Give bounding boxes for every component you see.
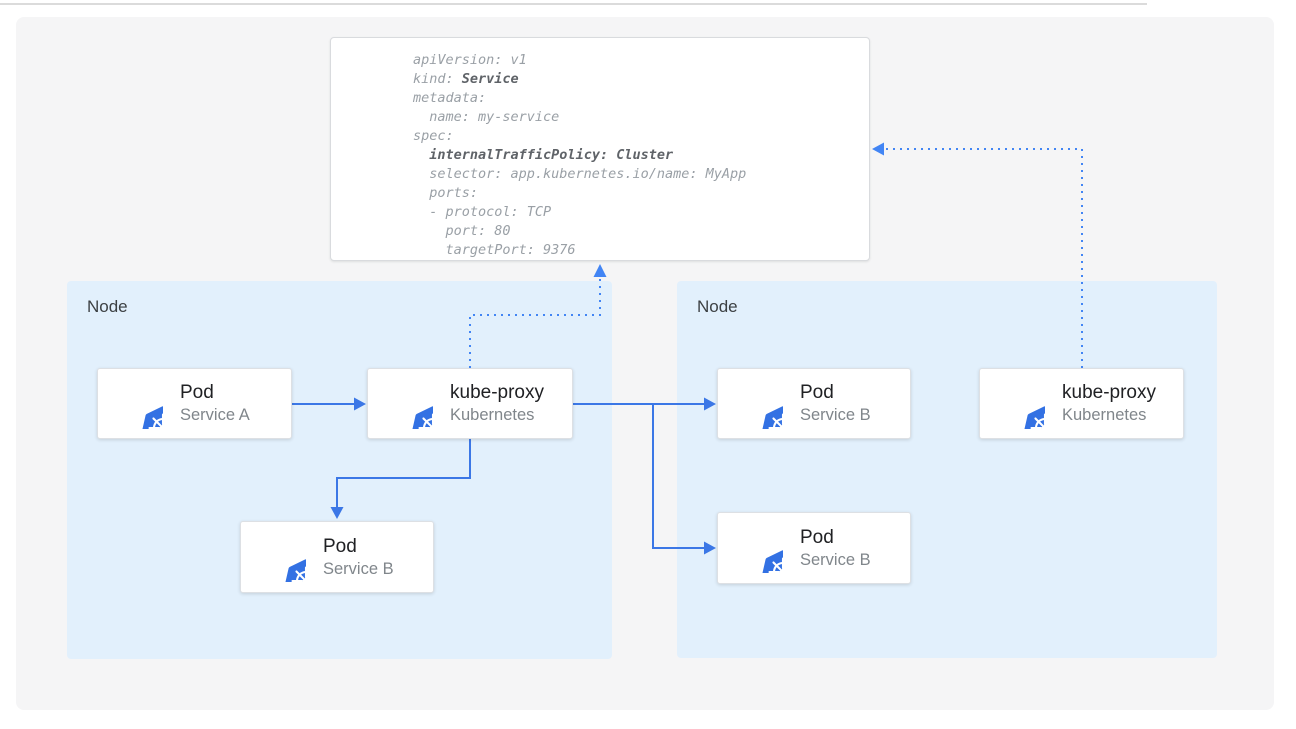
kube-proxy-card-right: kube-proxy Kubernetes — [979, 368, 1184, 439]
card-subtitle: Service B — [800, 549, 871, 571]
pod-card-service-a: Pod Service A — [97, 368, 292, 439]
kubernetes-logo-icon — [997, 379, 1045, 429]
yaml-line: targetPort: 9376 — [413, 241, 869, 260]
yaml-line: selector: app.kubernetes.io/name: MyApp — [413, 165, 869, 184]
node-label: Node — [87, 297, 128, 317]
card-title: Pod — [800, 381, 871, 404]
kubernetes-logo-icon — [385, 379, 433, 429]
yaml-line: internalTrafficPolicy: Cluster — [413, 146, 869, 165]
node-box-right: Node — [677, 281, 1217, 658]
kubernetes-logo-icon — [735, 523, 783, 573]
yaml-text-bold: Service — [462, 71, 519, 87]
card-subtitle: Service B — [800, 404, 871, 426]
card-subtitle: Kubernetes — [1062, 404, 1156, 426]
yaml-text: - protocol: TCP — [413, 204, 551, 220]
yaml-text — [413, 147, 429, 163]
kubernetes-logo-icon — [115, 379, 163, 429]
pod-card-service-b-left: Pod Service B — [240, 521, 434, 593]
yaml-text: apiVersion: v1 — [413, 52, 527, 68]
yaml-line: ports: — [413, 184, 869, 203]
yaml-line: kind: Service — [413, 70, 869, 89]
service-yaml-panel: apiVersion: v1 kind: Service metadata: n… — [330, 37, 870, 261]
yaml-text-bold: internalTrafficPolicy: Cluster — [429, 147, 673, 163]
yaml-line: - protocol: TCP — [413, 203, 869, 222]
yaml-line: metadata: — [413, 89, 869, 108]
yaml-text: targetPort: 9376 — [413, 242, 576, 258]
yaml-line: spec: — [413, 127, 869, 146]
yaml-text: metadata: — [413, 90, 486, 106]
pod-card-service-b-right-bottom: Pod Service B — [717, 512, 911, 584]
kube-proxy-card-left: kube-proxy Kubernetes — [367, 368, 573, 439]
kubernetes-logo-icon — [258, 532, 306, 582]
pod-card-service-b-right-top: Pod Service B — [717, 368, 911, 439]
yaml-line: name: my-service — [413, 108, 869, 127]
node-label: Node — [697, 297, 738, 317]
yaml-line: port: 80 — [413, 222, 869, 241]
card-title: Pod — [800, 526, 871, 549]
yaml-text: ports: — [413, 185, 478, 201]
card-title: kube-proxy — [450, 381, 544, 404]
yaml-text: port: 80 — [413, 223, 511, 239]
card-title: Pod — [180, 381, 250, 404]
yaml-line: apiVersion: v1 — [413, 51, 869, 70]
yaml-text: selector: app.kubernetes.io/name: MyApp — [413, 166, 746, 182]
card-subtitle: Service B — [323, 558, 394, 580]
kubernetes-logo-icon — [735, 379, 783, 429]
card-subtitle: Kubernetes — [450, 404, 544, 426]
card-title: kube-proxy — [1062, 381, 1156, 404]
yaml-text: kind: — [413, 71, 462, 87]
top-divider — [0, 3, 1147, 5]
node-box-left: Node — [67, 281, 612, 659]
card-title: Pod — [323, 535, 394, 558]
card-subtitle: Service A — [180, 404, 250, 426]
yaml-text: name: my-service — [413, 109, 559, 125]
yaml-text: spec: — [413, 128, 454, 144]
